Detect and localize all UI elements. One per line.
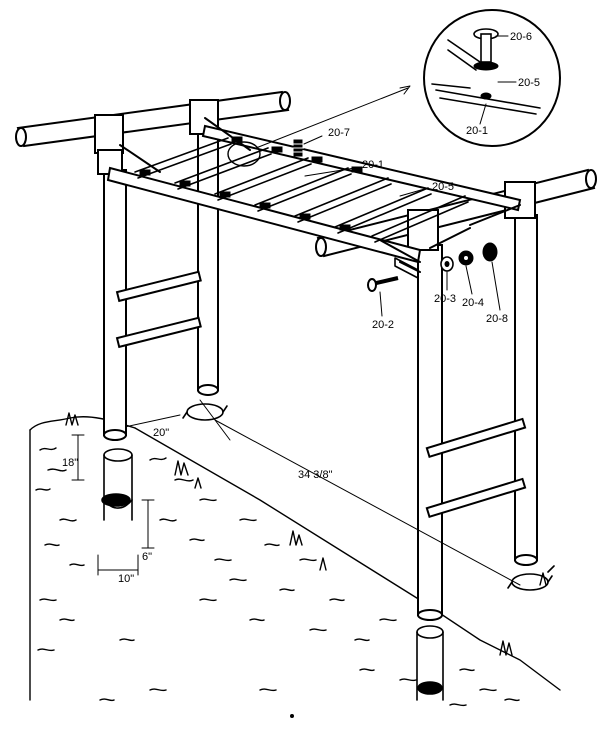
footing-rear-left	[182, 403, 228, 421]
part-20-7-bolt	[292, 135, 323, 157]
part-20-2-bolt	[367, 276, 399, 317]
label-20-1: 20-1	[362, 159, 384, 171]
tee-coupler-left-rear	[189, 99, 219, 135]
length-dimension	[199, 399, 521, 586]
label-20-8: 20-8	[486, 313, 508, 325]
ladder-rungs-left	[115, 270, 202, 349]
label-20-1-inset: 20-1	[466, 125, 488, 137]
diagonal-braces	[119, 117, 521, 273]
label-20-3: 20-3	[434, 293, 456, 305]
dim-depth-label: 18"	[62, 457, 78, 469]
leader-20-1	[304, 167, 356, 177]
dim-concrete-label: 6"	[142, 551, 152, 563]
dim-length-label: 34 3/8"	[298, 469, 333, 481]
dim-width-label: 20"	[153, 427, 169, 439]
label-20-5-inset: 20-5	[518, 77, 540, 89]
inset-leader-line	[255, 85, 411, 149]
tee-coupler-left-front	[94, 114, 124, 175]
ladder-rungs-right	[425, 417, 527, 519]
footing-front-right	[416, 625, 444, 701]
stray-mark	[290, 714, 294, 718]
post-front-left	[103, 169, 127, 441]
dim-hole-diameter-label: 10"	[118, 573, 134, 585]
detail-circle-marker	[227, 141, 261, 167]
bracket-right	[394, 257, 419, 279]
label-20-6: 20-6	[510, 31, 532, 43]
part-20-8-cap	[482, 242, 501, 311]
part-20-4-nut	[458, 250, 474, 295]
footing-front-left	[101, 448, 133, 521]
leader-20-5	[399, 187, 429, 197]
part-20-3-washer	[440, 256, 454, 291]
rung-clamps	[139, 136, 363, 231]
detail-inset	[423, 9, 561, 147]
label-20-2: 20-2	[372, 319, 394, 331]
label-20-5: 20-5	[432, 181, 454, 193]
ground-surface	[29, 412, 561, 707]
post-rear-left	[197, 124, 219, 396]
post-front-right	[417, 244, 443, 621]
label-20-7: 20-7	[328, 127, 350, 139]
depth-dimension	[71, 414, 181, 576]
footing-rear-right	[507, 565, 555, 591]
label-20-4: 20-4	[462, 297, 484, 309]
post-rear-right	[514, 214, 538, 566]
